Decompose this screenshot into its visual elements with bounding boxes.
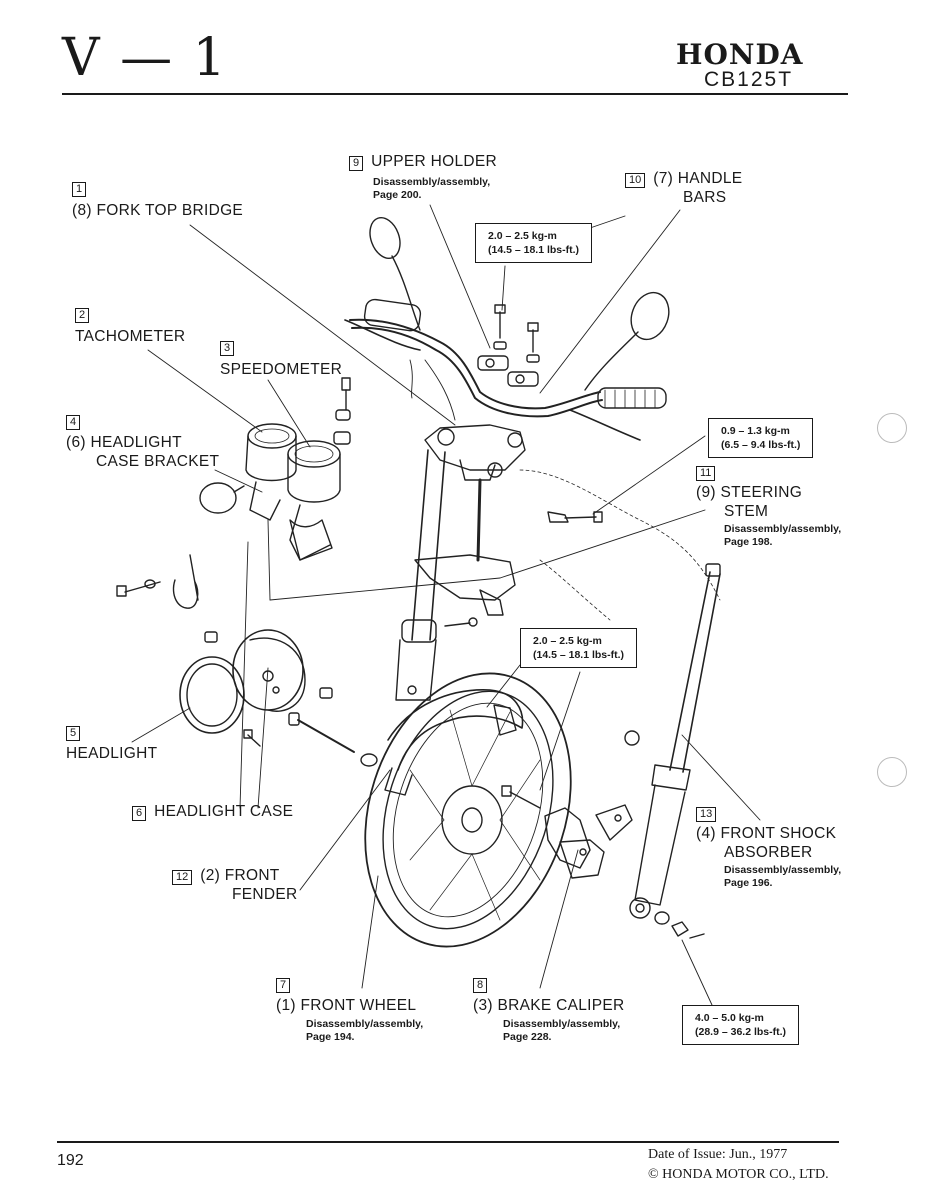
instrument-cluster	[245, 377, 351, 561]
front-fender	[384, 689, 524, 796]
footer-rule	[57, 1141, 839, 1143]
callout-number: 13	[696, 807, 717, 822]
callout-steering-stem: 11 (9) STEERING STEM Disassembly/assembl…	[696, 463, 841, 549]
callout-brake-caliper: 8 (3) BRAKE CALIPER Disassembly/assembly…	[473, 975, 625, 1044]
torque-imperial: (14.5 – 18.1 lbs-ft.)	[488, 244, 580, 256]
callout-headlight: 5 HEADLIGHT	[66, 723, 157, 763]
torque-metric: 4.0 – 5.0 kg-m	[695, 1012, 764, 1024]
callout-subnote: Disassembly/assembly,	[503, 1018, 621, 1030]
callout-label-line2: STEM	[724, 503, 769, 520]
callout-label: HEADLIGHT CASE	[154, 803, 294, 820]
page-number: 192	[57, 1152, 84, 1169]
torque-spec-axle-holder: 2.0 – 2.5 kg-m (14.5 – 18.1 lbs-ft.)	[520, 628, 638, 668]
callout-speedometer: 3 SPEEDOMETER	[220, 338, 342, 379]
callout-number: 2	[75, 308, 90, 323]
callout-number: 1	[72, 182, 87, 197]
callout-subnote-page: Page 196.	[724, 877, 773, 889]
callout-label: (3) BRAKE CALIPER	[473, 997, 625, 1014]
callout-label-line2: CASE BRACKET	[96, 453, 220, 470]
callout-number: 12	[172, 870, 193, 885]
front-axle	[288, 712, 378, 767]
callout-subnote: Disassembly/assembly,	[724, 523, 842, 535]
callout-headlight-case-bracket: 4 (6) HEADLIGHT CASE BRACKET	[66, 412, 219, 471]
binder-hole-top	[877, 413, 907, 443]
torque-metric: 2.0 – 2.5 kg-m	[488, 230, 557, 242]
callout-label: HEADLIGHT	[66, 745, 158, 762]
issue-date: Date of Issue: Jun., 1977	[648, 1147, 788, 1162]
left-fork-tube	[395, 449, 478, 701]
callout-number: 10	[625, 173, 646, 188]
callout-subnote-page: Page 198.	[724, 536, 773, 548]
front-shock-absorber	[624, 563, 721, 939]
handlebar-assembly	[344, 216, 670, 441]
model-name: CB125T	[704, 68, 794, 91]
front-wheel	[364, 672, 572, 948]
fork-top-bridge	[424, 424, 526, 481]
callout-handle-bars: 10 (7) HANDLE BARS	[625, 169, 742, 207]
torque-spec-upper-holder: 2.0 – 2.5 kg-m (14.5 – 18.1 lbs-ft.)	[475, 223, 593, 263]
callout-label: (6) HEADLIGHT	[66, 434, 182, 451]
brake-caliper	[501, 785, 633, 879]
callout-subnote: Disassembly/assembly,	[373, 176, 491, 188]
torque-imperial: (14.5 – 18.1 lbs-ft.)	[533, 649, 625, 661]
brand-logo: HONDA	[676, 38, 804, 71]
callout-subnote: Disassembly/assembly,	[306, 1018, 424, 1030]
upper-holder-parts	[477, 304, 540, 387]
callout-label: (8) FORK TOP BRIDGE	[72, 202, 244, 219]
callout-fork-top-bridge: 1 (8) FORK TOP BRIDGE	[72, 179, 243, 220]
callout-label: (7) HANDLE	[653, 170, 743, 187]
callout-label: UPPER HOLDER	[371, 153, 498, 170]
steering-stem	[414, 478, 603, 616]
callout-upper-holder: 9 UPPER HOLDER Disassembly/assembly, Page…	[349, 152, 497, 202]
binder-hole-bottom	[877, 757, 907, 787]
callout-label-line2: ABSORBER	[724, 844, 813, 861]
callout-tachometer: 2 TACHOMETER	[75, 305, 185, 346]
callout-number: 11	[696, 466, 716, 481]
callout-label: (2) FRONT	[200, 867, 280, 884]
callout-label-line2: BARS	[683, 189, 727, 206]
callout-number: 8	[473, 978, 488, 993]
callout-front-wheel: 7 (1) FRONT WHEEL Disassembly/assembly, …	[276, 975, 423, 1044]
headlight-unit	[179, 629, 333, 747]
torque-imperial: (28.9 – 36.2 lbs-ft.)	[695, 1026, 787, 1038]
torque-imperial: (6.5 – 9.4 lbs-ft.)	[721, 439, 801, 451]
callout-headlight-case: 6 HEADLIGHT CASE	[132, 802, 293, 821]
callout-label: (1) FRONT WHEEL	[276, 997, 417, 1014]
callout-label: TACHOMETER	[75, 328, 186, 345]
callout-label: (4) FRONT SHOCK	[696, 825, 837, 842]
header-rule	[62, 93, 848, 95]
callout-number: 9	[349, 156, 364, 171]
callout-label: (9) STEERING	[696, 484, 803, 501]
section-title: V — 1	[62, 28, 228, 88]
callout-front-fender: 12 (2) FRONT FENDER	[172, 866, 298, 904]
callout-number: 3	[220, 341, 235, 356]
callout-label: SPEEDOMETER	[220, 361, 343, 378]
callout-subnote-page: Page 194.	[306, 1031, 355, 1043]
callout-number: 7	[276, 978, 291, 993]
torque-metric: 0.9 – 1.3 kg-m	[721, 425, 790, 437]
callout-label-line2: FENDER	[232, 886, 298, 903]
callout-number: 4	[66, 415, 81, 430]
callout-number: 6	[132, 806, 147, 821]
callout-subnote: Disassembly/assembly,	[724, 864, 842, 876]
frame-ghost	[519, 469, 721, 621]
callout-number: 5	[66, 726, 81, 741]
headlight-case-bracket-parts	[116, 482, 245, 609]
torque-metric: 2.0 – 2.5 kg-m	[533, 635, 602, 647]
leader-lines	[131, 204, 761, 1006]
torque-spec-stem-pinch-bolt: 0.9 – 1.3 kg-m (6.5 – 9.4 lbs-ft.)	[708, 418, 814, 458]
copyright: © HONDA MOTOR CO., LTD.	[648, 1167, 829, 1182]
callout-front-shock-absorber: 13 (4) FRONT SHOCK ABSORBER Disassembly/…	[696, 804, 841, 890]
callout-subnote-page: Page 200.	[373, 189, 422, 201]
callout-subnote-page: Page 228.	[503, 1031, 552, 1043]
torque-spec-axle-nut: 4.0 – 5.0 kg-m (28.9 – 36.2 lbs-ft.)	[682, 1005, 800, 1045]
